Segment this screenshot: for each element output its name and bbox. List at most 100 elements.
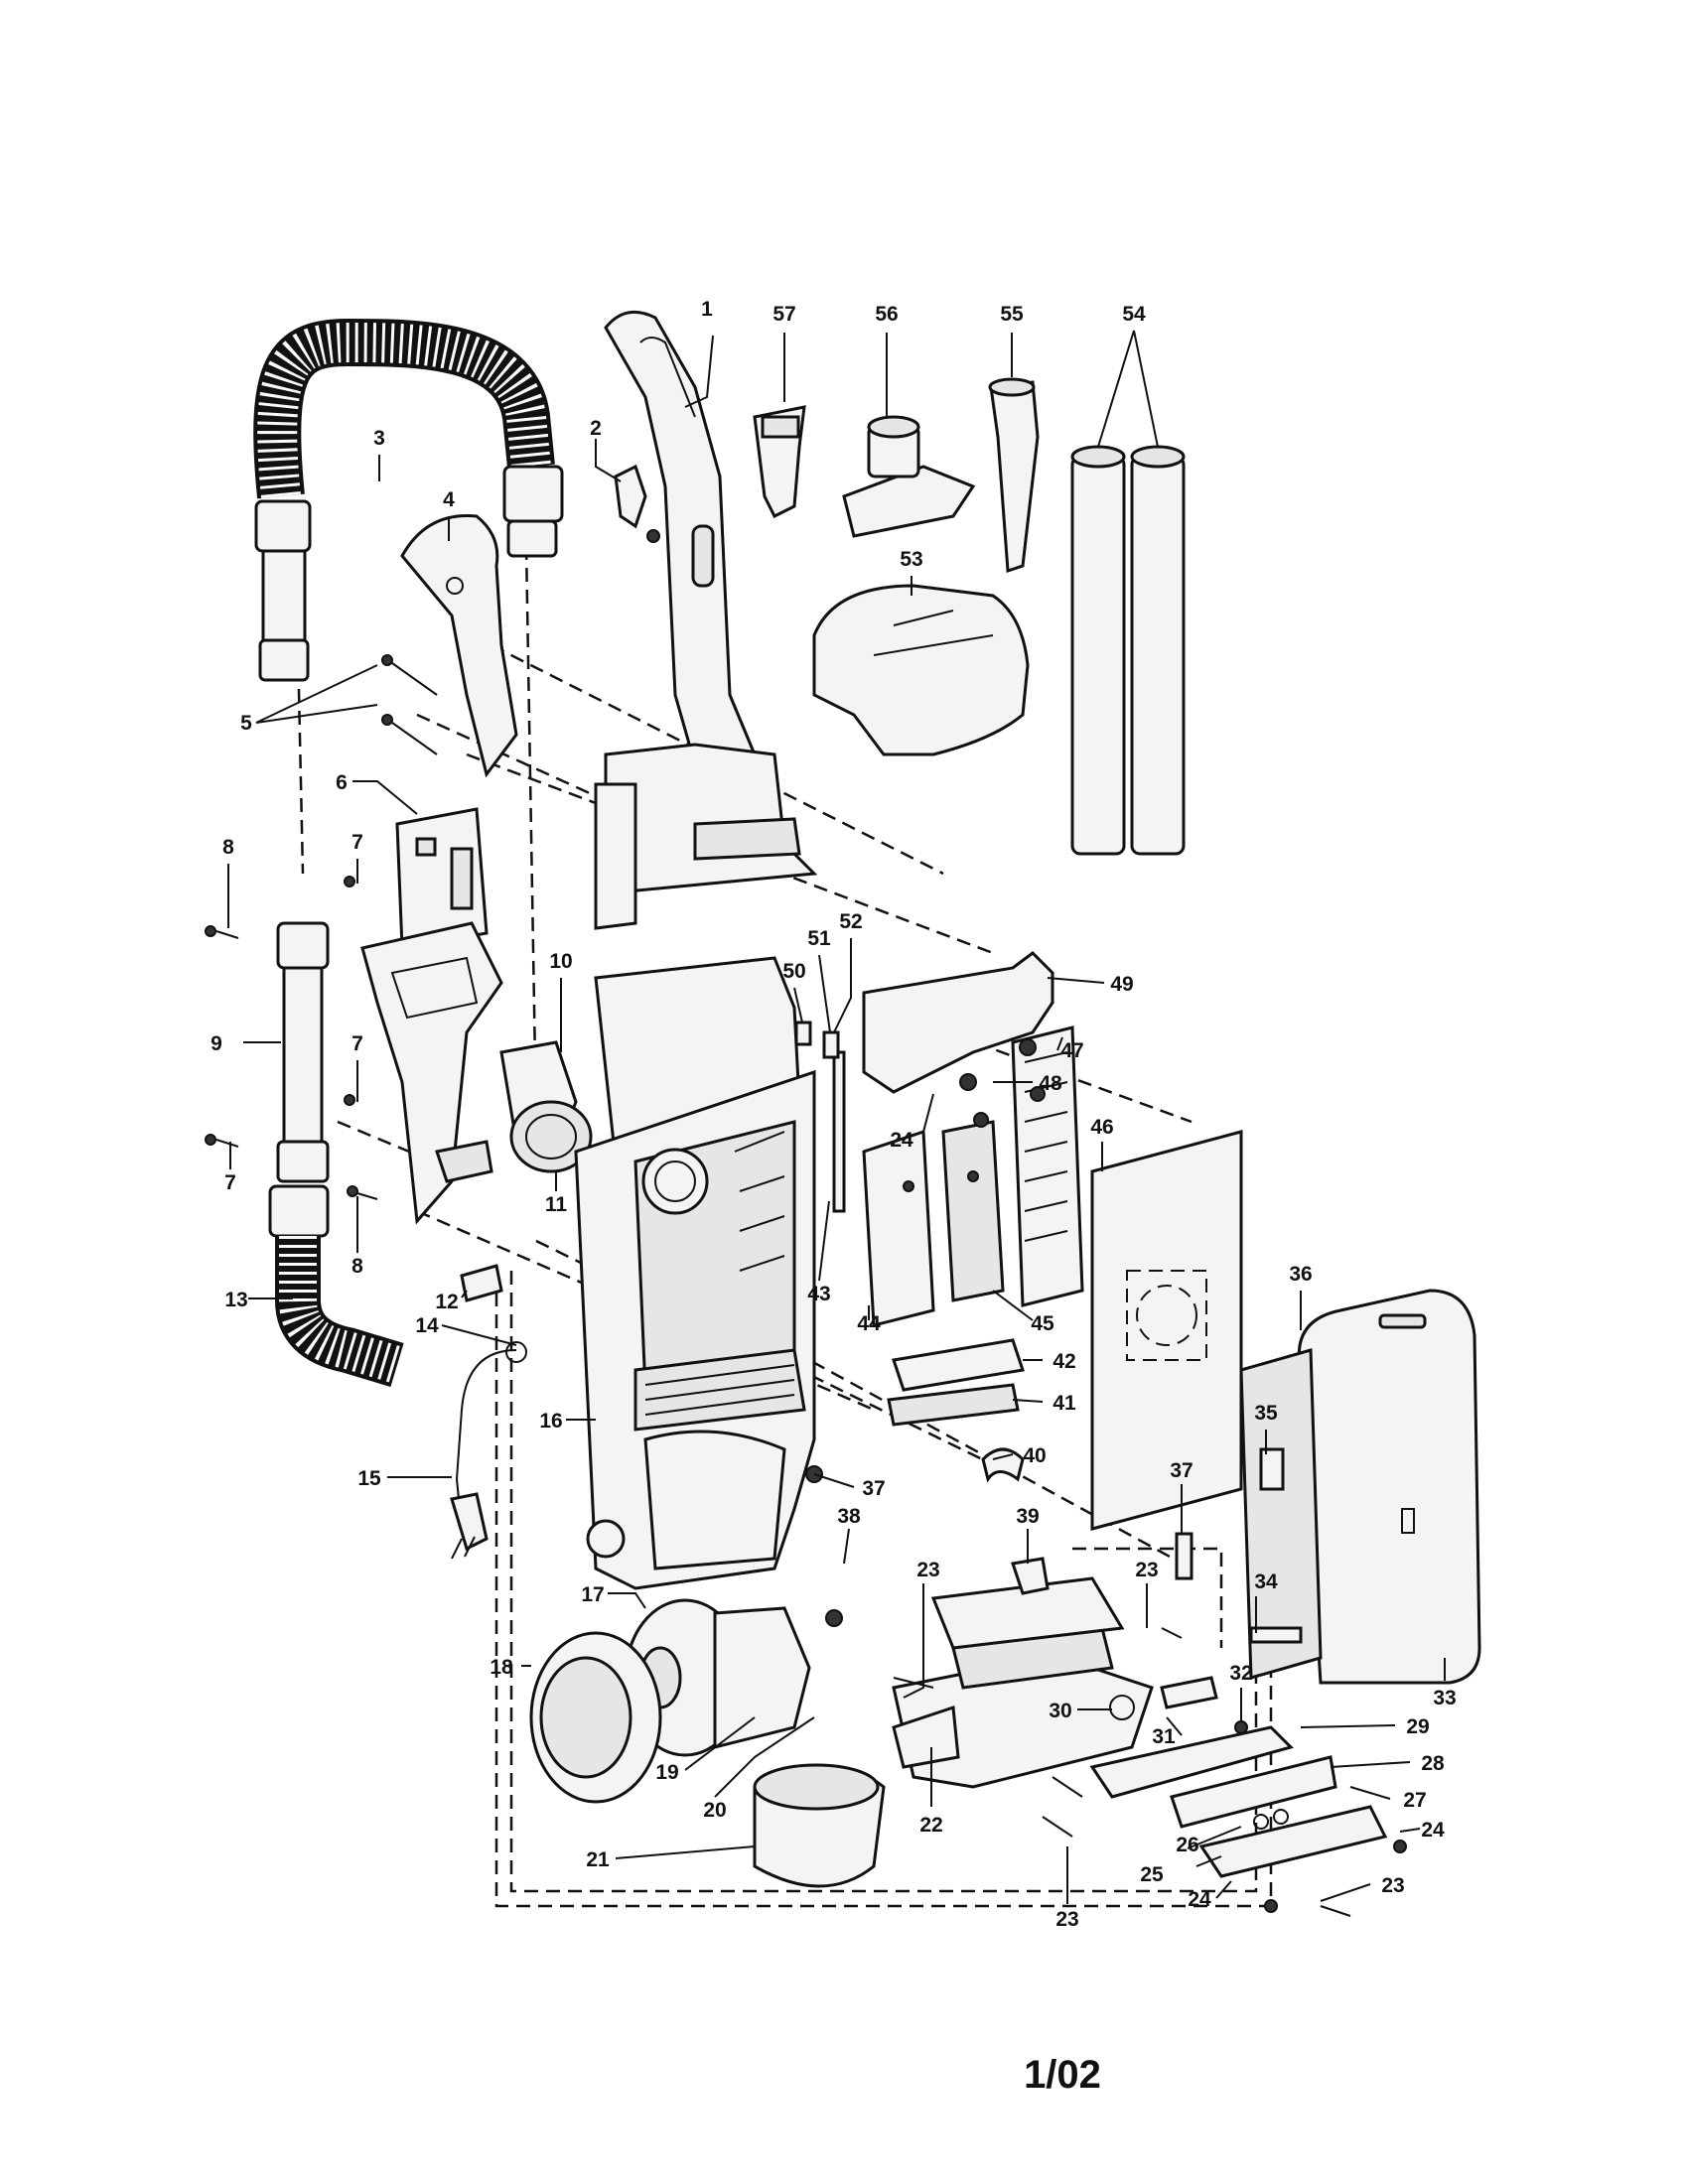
callout-39: 39	[1016, 1505, 1039, 1528]
callout-7-middle: 7	[351, 1032, 363, 1055]
callout-54: 54	[1122, 303, 1146, 326]
pedal-parts-25-29	[1089, 1725, 1388, 1878]
upper-cover-part-49	[862, 951, 1054, 1094]
fasteners	[205, 654, 1407, 1917]
callout-51: 51	[807, 927, 831, 950]
callout-40: 40	[1023, 1444, 1046, 1467]
lower-hose-part-13	[268, 1184, 404, 1388]
callout-36: 36	[1289, 1263, 1312, 1286]
callout-52: 52	[839, 910, 862, 933]
callout-43: 43	[807, 1283, 830, 1305]
callout-15: 15	[357, 1467, 381, 1490]
motor-cover-part-18	[529, 1631, 662, 1804]
callout-24-c: 24	[1188, 1888, 1211, 1911]
callout-21: 21	[586, 1848, 610, 1871]
callout-23-a: 23	[916, 1559, 939, 1581]
callout-50: 50	[782, 960, 805, 983]
callout-25: 25	[1140, 1863, 1164, 1886]
callout-57: 57	[772, 303, 795, 326]
callout-30: 30	[1049, 1700, 1071, 1722]
wand-tube-part-9	[276, 921, 330, 1183]
callout-34: 34	[1254, 1570, 1278, 1593]
callout-7-lower: 7	[224, 1171, 236, 1194]
callout-48: 48	[1039, 1072, 1062, 1095]
callout-12: 12	[435, 1291, 458, 1313]
small-parts-50-52	[794, 1021, 840, 1059]
callout-13: 13	[224, 1289, 247, 1311]
callout-5: 5	[240, 712, 252, 735]
callout-28: 28	[1421, 1752, 1445, 1775]
callout-24-a: 24	[890, 1129, 913, 1152]
callout-16: 16	[539, 1410, 562, 1433]
callout-17: 17	[581, 1583, 604, 1606]
callout-55: 55	[1000, 303, 1024, 326]
callout-37-b: 37	[1170, 1459, 1193, 1482]
upholstery-tool-part-56	[842, 415, 976, 538]
dust-bag-part-46	[1090, 1130, 1243, 1531]
callout-20: 20	[703, 1799, 726, 1822]
callout-41: 41	[1052, 1392, 1076, 1415]
callout-22: 22	[919, 1814, 942, 1837]
callout-4: 4	[443, 488, 455, 511]
filter-frames-parts-43-47	[832, 1025, 1084, 1327]
callout-10: 10	[549, 950, 572, 973]
crevice-tool-part-57	[753, 405, 806, 519]
motor-part-17	[624, 1598, 811, 1757]
callout-35: 35	[1254, 1402, 1278, 1425]
callout-32: 32	[1229, 1662, 1252, 1685]
callout-44: 44	[857, 1312, 881, 1335]
callout-19: 19	[655, 1761, 678, 1784]
callout-53: 53	[900, 548, 922, 571]
callout-6: 6	[336, 771, 348, 794]
callout-49: 49	[1110, 973, 1133, 996]
callout-42: 42	[1052, 1350, 1075, 1373]
callout-8-lower: 8	[351, 1255, 363, 1278]
callout-23-b: 23	[1135, 1559, 1158, 1581]
callout-7-upper: 7	[351, 831, 363, 854]
callout-9: 9	[210, 1032, 222, 1055]
hose-part-3	[253, 318, 564, 682]
callout-23-d: 23	[1381, 1874, 1404, 1897]
handle-part-1	[594, 310, 818, 930]
callout-47: 47	[1060, 1039, 1083, 1062]
callout-2: 2	[590, 417, 602, 440]
callout-46: 46	[1090, 1116, 1113, 1139]
callout-37-a: 37	[862, 1477, 885, 1500]
callout-26: 26	[1176, 1834, 1198, 1856]
callout-3: 3	[373, 427, 385, 450]
rear-bracket-part-4	[400, 514, 518, 778]
callout-56: 56	[875, 303, 898, 326]
callout-14: 14	[415, 1314, 439, 1337]
callout-27: 27	[1403, 1789, 1426, 1812]
base-part-22	[892, 1576, 1154, 1789]
extension-wand-part-55	[988, 377, 1040, 574]
callout-33: 33	[1433, 1687, 1456, 1709]
callout-8-upper: 8	[222, 836, 234, 859]
callout-11: 11	[545, 1193, 568, 1216]
wand-tubes-part-54	[1070, 445, 1186, 856]
switch-parts-30-32	[1109, 1676, 1218, 1720]
parts-40-42	[887, 1338, 1025, 1483]
callout-numbers: 1 2 3 4 5 6 7 7 7 8 8 9 10 11 12 13 14 1…	[210, 298, 1457, 1931]
main-body-part-16	[574, 956, 816, 1590]
filter-part-21	[753, 1763, 886, 1888]
callout-29: 29	[1406, 1715, 1429, 1738]
callout-1: 1	[701, 298, 713, 321]
bag-door-part-33	[1297, 1289, 1481, 1685]
latch-part-2	[614, 464, 660, 543]
callout-45: 45	[1031, 1312, 1054, 1335]
tool-caddy-part-53	[812, 584, 1030, 756]
leader-lines	[227, 330, 1446, 1904]
cord-hook-plate-part-6	[360, 807, 503, 1225]
revision-date: 1/02	[1024, 2053, 1101, 2097]
callout-24-b: 24	[1421, 1819, 1445, 1842]
door-frame-part-36	[1239, 1348, 1323, 1680]
callout-18: 18	[490, 1656, 513, 1679]
elbow-part-10-11	[499, 1040, 593, 1173]
callout-31: 31	[1152, 1725, 1176, 1748]
callout-38: 38	[837, 1505, 861, 1528]
power-cord-part-14-15	[450, 1341, 527, 1560]
callout-23-c: 23	[1055, 1908, 1078, 1931]
